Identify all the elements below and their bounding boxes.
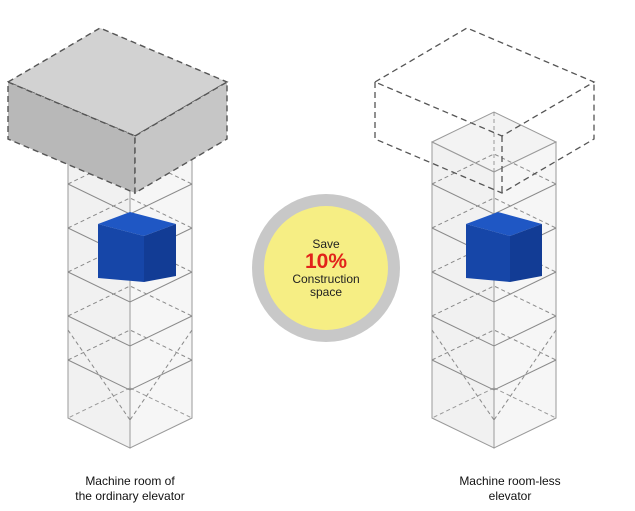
savings-badge-circle — [252, 194, 400, 342]
right-machine-room-outline — [373, 27, 596, 194]
right-caption-line1: Machine room-less — [459, 474, 561, 488]
badge-percent: 10% — [304, 249, 348, 273]
left-elevator-car — [98, 212, 176, 282]
left-caption-line2: the ordinary elevator — [75, 489, 185, 503]
left-caption-line1: Machine room of — [85, 474, 175, 488]
savings-badge: Save 10% Construction space — [266, 208, 386, 328]
right-elevator-car — [466, 212, 542, 282]
left-machine-room — [6, 27, 229, 195]
right-caption-line2: elevator — [488, 489, 532, 503]
badge-save-label: Save — [312, 236, 340, 251]
left-caption: Machine room of the ordinary elevator — [30, 474, 230, 504]
badge-space-label: space — [309, 284, 343, 299]
right-caption: Machine room-less elevator — [410, 474, 610, 504]
badge-construction-label: Construction — [292, 271, 360, 286]
